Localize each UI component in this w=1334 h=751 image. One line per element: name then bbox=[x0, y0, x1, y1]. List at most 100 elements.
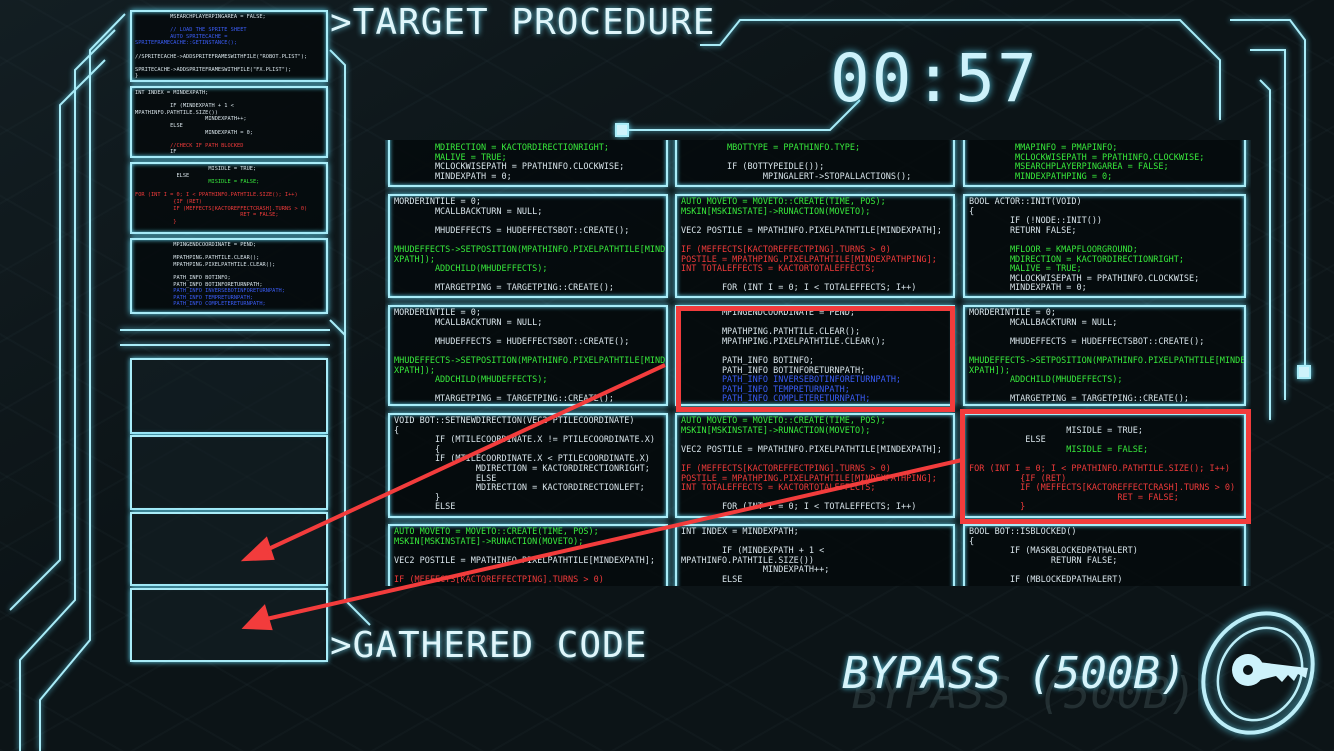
code-line: MSEARCHPLAYERPINGAREA = FALSE; bbox=[969, 162, 1169, 173]
gathered-code-snippet[interactable]: MSEARCHPLAYERPINGAREA = FALSE;​ // LOAD … bbox=[130, 10, 328, 82]
code-block[interactable]: VOID BOT::SETNEWDIRECTION(VEC2 PTILECOOR… bbox=[388, 413, 668, 518]
selected-block-highlight bbox=[960, 409, 1251, 524]
code-line: IF (!NODE::INIT()) bbox=[969, 216, 1103, 227]
code-line: MCLOCKWISEPATH = PPATHINFO.CLOCKWISE; bbox=[969, 152, 1205, 163]
code-line: MSKIN[MSKINSTATE]->RUNACTION(MOVETO); bbox=[394, 536, 584, 547]
code-line: INT INDEX = MINDEXPATH; bbox=[681, 527, 799, 537]
code-block[interactable]: MORDERINTILE = 0; MCALLBACKTURN = NULL;​… bbox=[388, 194, 668, 298]
code-line: {IF (RET) bbox=[969, 473, 1067, 484]
empty-code-slot[interactable] bbox=[130, 435, 328, 510]
countdown-timer: 00:57 bbox=[830, 40, 1039, 117]
code-block[interactable]: INT INDEX = MINDEXPATH;​ IF (MINDEXPATH … bbox=[675, 524, 955, 586]
target-procedure-title: >TARGET PROCEDURE bbox=[330, 2, 716, 43]
code-line: VEC2 POSTILE = MPATHINFO.PIXELPATHTILE[M… bbox=[681, 225, 942, 236]
code-text: AUTO MOVETO = MOVETO::CREATE(TIME, POS);… bbox=[677, 415, 953, 515]
code-block[interactable]: MPINGENDCOORDINATE = PEND;​ MPATHPING.PA… bbox=[675, 305, 955, 406]
code-line: ​ bbox=[135, 249, 323, 256]
code-line: MINDEXPATH++; bbox=[135, 116, 247, 123]
code-line: ​ bbox=[135, 60, 323, 67]
code-line: XPATH]); bbox=[394, 254, 435, 265]
code-line: XPATH]); bbox=[969, 365, 1010, 376]
code-line: PATH_INFO TEMPRETURNPATH; bbox=[681, 384, 850, 395]
code-text: BOOL ACTOR::INIT(VOID){ IF (!NODE::INIT(… bbox=[965, 196, 1244, 296]
gathered-code-snippet[interactable]: INT INDEX = MINDEXPATH;​ IF (MINDEXPATH … bbox=[130, 86, 328, 158]
gathered-code-snippet[interactable]: MPINGENDCOORDINATE = PEND;​ MPATHPING.PA… bbox=[130, 238, 328, 314]
bypass-button-label[interactable]: BYPASS (500B) bbox=[842, 648, 1187, 699]
code-block[interactable]: MORDERINTILE = 0; MCALLBACKTURN = NULL;​… bbox=[388, 305, 668, 406]
gathered-code-snippet[interactable]: MISIDLE = TRUE; ELSE MISIDLE = FALSE;​FO… bbox=[130, 162, 328, 234]
code-line: PATH_INFO COMPLETERETURNPATH; bbox=[135, 301, 266, 308]
code-line: MCALLBACKTURN = NULL; bbox=[969, 317, 1118, 328]
code-line: ELSE bbox=[969, 435, 1046, 446]
code-line: ELSE bbox=[135, 172, 190, 179]
code-text: INT INDEX = MINDEXPATH;​ IF (MINDEXPATH … bbox=[132, 88, 326, 156]
code-block[interactable]: BOOL ACTOR::INIT(VOID){ IF (!NODE::INIT(… bbox=[963, 194, 1246, 298]
code-line: BOOL ACTOR::INIT(VOID) bbox=[969, 197, 1082, 207]
code-block[interactable]: AUTO MOVETO = MOVETO::CREATE(TIME, POS);… bbox=[675, 413, 955, 518]
code-block[interactable]: MDIRECTION = KACTORDIRECTIONRIGHT; MALIV… bbox=[388, 140, 668, 187]
code-line: MBOTTYPE = PPATHINFO.TYPE; bbox=[681, 143, 861, 153]
code-line: FOR (INT I = 0; I < PPATHINFO.PATHTILE.S… bbox=[135, 192, 298, 199]
code-line: MINDEXPATHPING = 0; bbox=[969, 171, 1113, 182]
code-text: MSEARCHPLAYERPINGAREA = FALSE;​ // LOAD … bbox=[132, 12, 326, 80]
empty-code-slot[interactable] bbox=[130, 358, 328, 434]
selected-block-highlight bbox=[676, 306, 955, 412]
code-line: } bbox=[135, 218, 177, 225]
code-line: ​ bbox=[135, 268, 323, 275]
code-line: BOOL BOT::ISBLOCKED() bbox=[969, 527, 1077, 537]
key-icon[interactable] bbox=[1198, 598, 1328, 748]
code-line: MHUDEFFECTS->SETPOSITION(MPATHINFO.PIXEL… bbox=[394, 244, 668, 255]
code-block[interactable]: MMAPINFO = PMAPINFO; MCLOCKWISEPATH = PP… bbox=[963, 140, 1246, 187]
code-text: MORDERINTILE = 0; MCALLBACKTURN = NULL;​… bbox=[965, 307, 1244, 404]
code-line: RETURN FALSE; bbox=[969, 555, 1118, 566]
code-line: MMAPINFO = PMAPINFO; bbox=[969, 143, 1118, 153]
code-line: MPATHPING.PATHTILE.CLEAR(); bbox=[135, 255, 260, 262]
empty-code-slot[interactable] bbox=[130, 512, 328, 586]
code-line: MPINGENDCOORDINATE = PEND; bbox=[135, 242, 257, 248]
code-line: ​ bbox=[135, 186, 323, 193]
code-line: INT INDEX = MINDEXPATH; bbox=[135, 90, 209, 96]
code-line: RET = FALSE; bbox=[969, 492, 1179, 503]
code-text: MBOTTYPE = PPATHINFO.TYPE;​ IF (BOTTYPEI… bbox=[677, 140, 953, 184]
code-line: INT TOTALEFFECTS = KACTORTOTALEFFECTS; bbox=[681, 483, 876, 494]
code-line: MCALLBACKTURN = NULL; bbox=[394, 206, 543, 217]
code-line: //CHECK IF PATH BLOCKED bbox=[135, 142, 244, 149]
code-line: { bbox=[969, 206, 975, 217]
code-line: PATH_INFO BOTINFO; bbox=[681, 355, 815, 366]
code-line: MISIDLE = TRUE; bbox=[135, 166, 257, 172]
code-text: MORDERINTILE = 0; MCALLBACKTURN = NULL;​… bbox=[390, 307, 666, 404]
code-block[interactable]: AUTO MOVETO = MOVETO::CREATE(TIME, POS);… bbox=[388, 524, 668, 586]
code-line: PATH_INFO TEMPRETURNPATH; bbox=[135, 294, 253, 301]
code-line: MPINGENDCOORDINATE = PEND; bbox=[681, 308, 855, 318]
code-block[interactable]: AUTO MOVETO = MOVETO::CREATE(TIME, POS);… bbox=[675, 194, 955, 298]
code-line: IF (MINDEXPATH + 1 < bbox=[135, 103, 234, 110]
empty-code-slot[interactable] bbox=[130, 588, 328, 662]
code-line: MALIVE = TRUE; bbox=[394, 152, 507, 163]
code-line: MHUDEFFECTS = HUDEFFECTSBOT::CREATE(); bbox=[969, 336, 1205, 347]
code-line: ​ bbox=[135, 21, 323, 28]
code-line: { bbox=[969, 536, 975, 547]
code-line: MHUDEFFECTS = HUDEFFECTSBOT::CREATE(); bbox=[394, 336, 630, 347]
code-line: MSKIN[MSKINSTATE]->RUNACTION(MOVETO); bbox=[681, 206, 871, 217]
code-line: MPATHPING.PIXELPATHTILE.CLEAR(); bbox=[135, 261, 276, 268]
code-text: VOID BOT::SETNEWDIRECTION(VEC2 PTILECOOR… bbox=[390, 415, 666, 515]
code-line: IF (MEFFECTS[KACTOREFFECTCRASH].TURNS > … bbox=[135, 205, 308, 212]
code-line: AUTO MOVETO = MOVETO::CREATE(TIME, POS); bbox=[681, 416, 886, 426]
bypass-label-shadow: BYPASS (500B) bbox=[852, 668, 1197, 719]
code-block[interactable]: BOOL BOT::ISBLOCKED(){ IF (MASKBLOCKEDPA… bbox=[963, 524, 1246, 586]
code-line: MALIVE = TRUE; bbox=[969, 264, 1082, 275]
code-block[interactable]: MBOTTYPE = PPATHINFO.TYPE;​ IF (BOTTYPEI… bbox=[675, 140, 955, 187]
code-line: MPINGALERT->STOPALLACTIONS(); bbox=[681, 171, 912, 182]
code-line: PATH_INFO BOTINFORETURNPATH; bbox=[135, 281, 263, 288]
code-line: RET = FALSE; bbox=[135, 212, 279, 219]
code-line: MFLOOR = KMAPFLOORGROUND; bbox=[969, 244, 1138, 255]
code-line: MSEARCHPLAYERPINGAREA = FALSE; bbox=[135, 14, 266, 20]
code-line: ELSE bbox=[681, 574, 743, 585]
code-line: FOR (INT I = 0; I < PPATHINFO.PATHTILE.S… bbox=[969, 463, 1230, 474]
code-line: MINDEXPATH = 0; bbox=[135, 129, 253, 136]
code-block[interactable]: MORDERINTILE = 0; MCALLBACKTURN = NULL;​… bbox=[963, 305, 1246, 406]
code-line: AUTO MOVETO = MOVETO::CREATE(TIME, POS); bbox=[681, 197, 886, 207]
code-line: MPATHPING.PIXELPATHTILE.CLEAR(); bbox=[681, 336, 886, 347]
code-text: MDIRECTION = KACTORDIRECTIONRIGHT; MALIV… bbox=[390, 140, 666, 184]
code-text: INT INDEX = MINDEXPATH;​ IF (MINDEXPATH … bbox=[677, 526, 953, 586]
